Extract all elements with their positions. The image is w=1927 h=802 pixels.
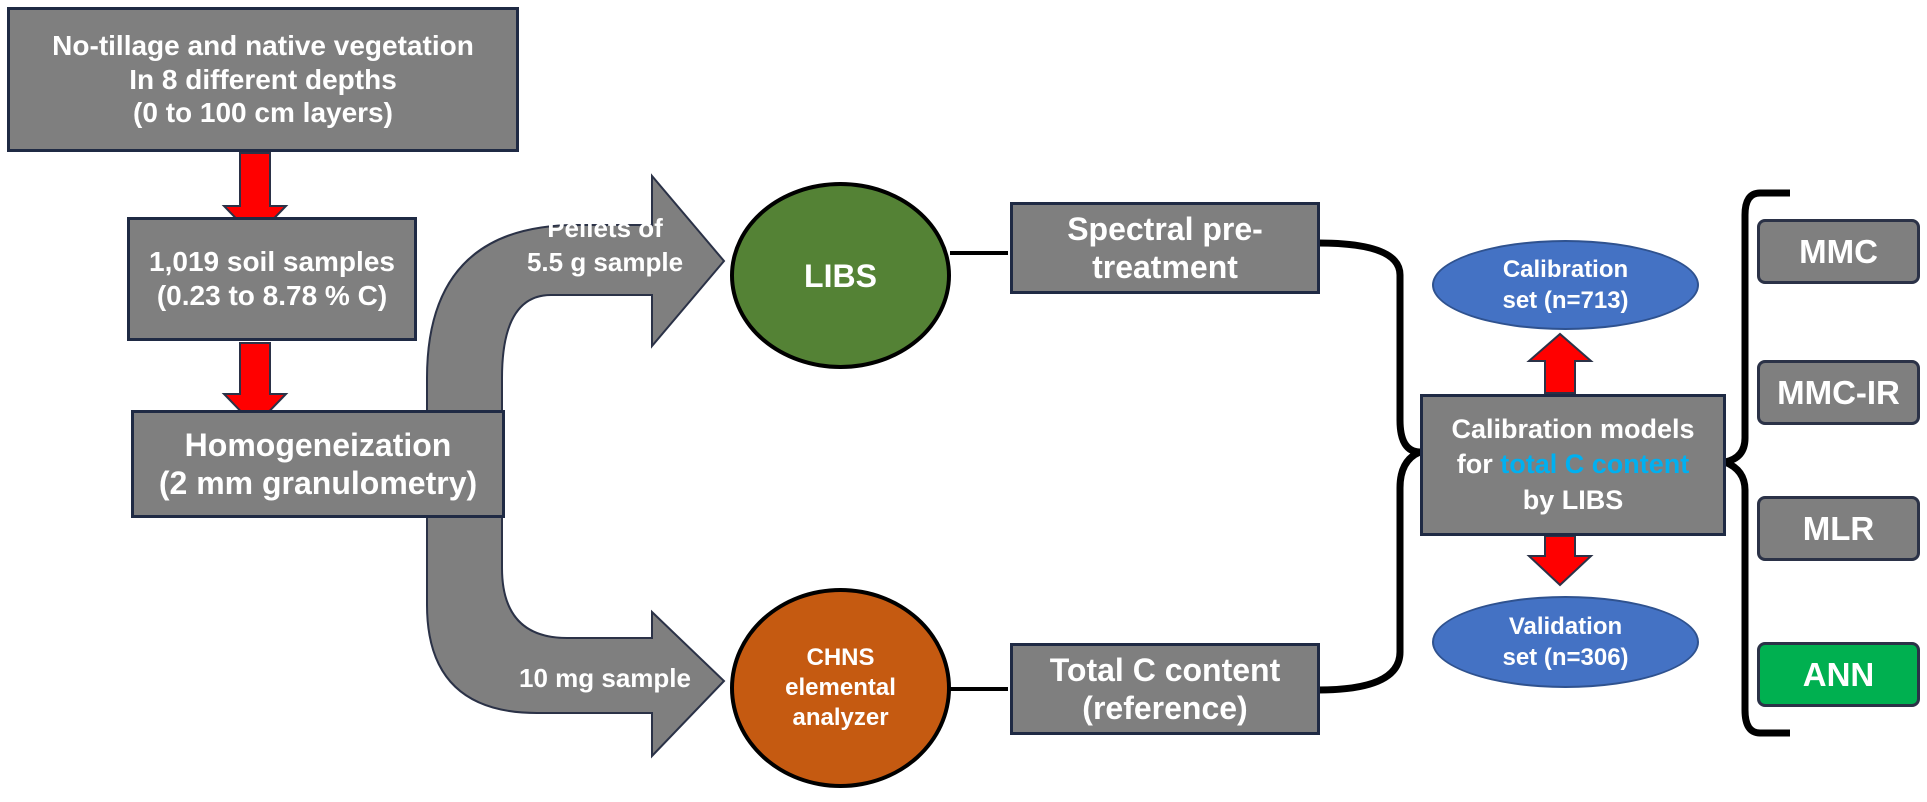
branch-top-line-1: Pellets of xyxy=(547,213,663,243)
validation-set-line-2: set (n=306) xyxy=(1502,644,1629,671)
branch-top-line-2: 5.5 g sample xyxy=(526,246,684,277)
branching-arrow xyxy=(426,173,726,759)
chns-line-3: analyzer xyxy=(792,704,889,731)
total-c-line-1: Total C content xyxy=(1049,651,1281,688)
libs-label: LIBS xyxy=(804,257,877,294)
validation-set-line-1: Validation xyxy=(1508,612,1623,640)
spectral-box: Spectral pre- treatment xyxy=(1010,202,1320,294)
calibration-set-line-1: Calibration xyxy=(1502,255,1629,283)
chns-circle: CHNS elemental analyzer xyxy=(730,588,951,788)
calibration-models-line-2: for total C content xyxy=(1457,447,1690,482)
libs-circle: LIBS xyxy=(730,182,951,369)
model-mmc-ir: MMC-IR xyxy=(1757,360,1920,425)
source-line-2: In 8 different depths xyxy=(129,63,397,95)
model-ann: ANN xyxy=(1757,642,1920,707)
branch-bottom-label: 10 mg sample xyxy=(519,663,691,693)
spectral-line-2: treatment xyxy=(1092,249,1238,285)
source-box: No-tillage and native vegetation In 8 di… xyxy=(7,7,519,152)
source-line-1: No-tillage and native vegetation xyxy=(52,30,474,62)
samples-line-2: (0.23 to 8.78 % C) xyxy=(156,280,388,311)
validation-set-ellipse: Validation set (n=306) xyxy=(1432,596,1699,688)
homogenization-box: Homogeneization (2 mm granulometry) xyxy=(131,410,505,518)
calibration-models-line-3: by LIBS xyxy=(1522,484,1624,515)
model-mlr: MLR xyxy=(1757,496,1920,561)
chns-line-2: elemental xyxy=(785,674,896,701)
up-arrow-calibration xyxy=(1526,332,1594,394)
calibration-models-prefix: for xyxy=(1456,449,1501,480)
branch-top-label: Pellets of 5.5 g sample xyxy=(505,212,705,280)
input-brace xyxy=(1317,239,1422,694)
calibration-models-line-1: Calibration models xyxy=(1451,414,1695,445)
model-mmc: MMC xyxy=(1757,219,1920,284)
source-line-3: (0 to 100 cm layers) xyxy=(133,97,393,129)
spectral-line-1: Spectral pre- xyxy=(1067,210,1263,247)
samples-line-1: 1,019 soil samples xyxy=(149,246,395,278)
homogenization-line-2: (2 mm granulometry) xyxy=(158,465,478,501)
homogenization-line-1: Homogeneization xyxy=(184,426,452,463)
calibration-set-ellipse: Calibration set (n=713) xyxy=(1432,240,1699,330)
calibration-set-line-2: set (n=713) xyxy=(1502,287,1629,314)
chns-line-1: CHNS xyxy=(806,644,875,671)
total-c-box: Total C content (reference) xyxy=(1010,643,1320,735)
samples-box: 1,019 soil samples (0.23 to 8.78 % C) xyxy=(127,217,417,341)
total-c-line-2: (reference) xyxy=(1082,690,1248,726)
down-arrow-validation xyxy=(1526,535,1594,587)
calibration-models-highlight: total C content xyxy=(1500,449,1690,480)
calibration-models-box: Calibration models for total C content b… xyxy=(1420,394,1726,536)
